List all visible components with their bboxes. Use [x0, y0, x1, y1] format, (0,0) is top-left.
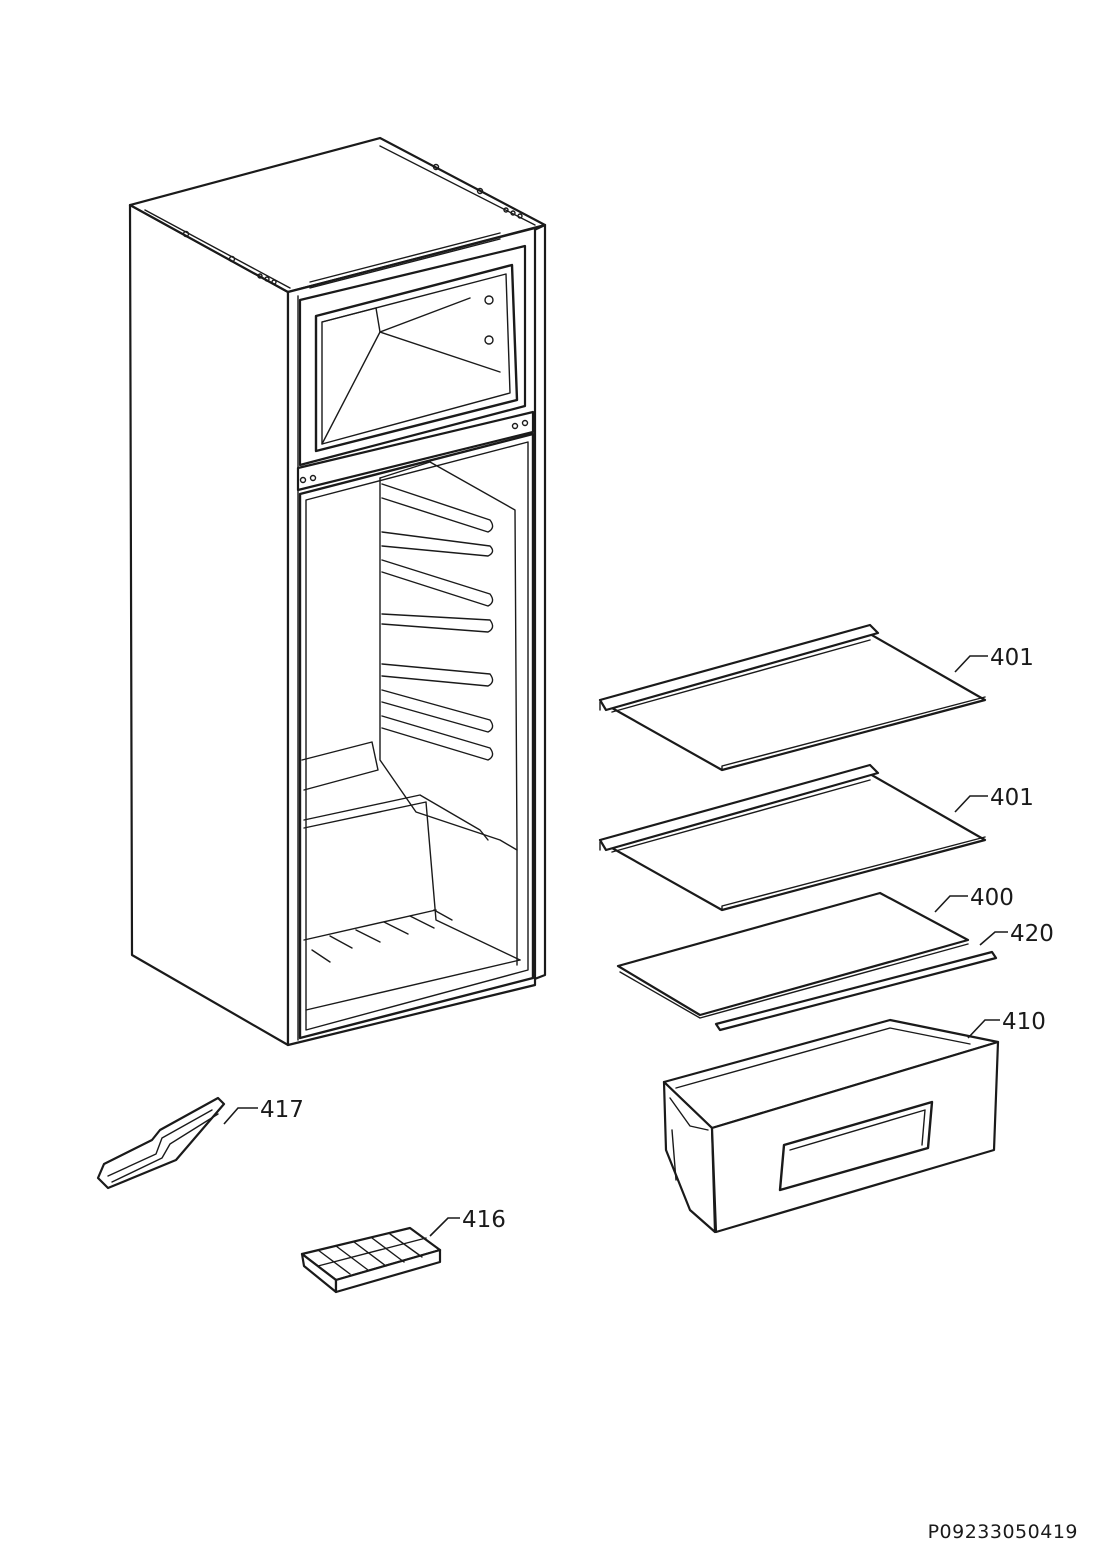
crisper-glass-cover — [616, 891, 970, 1019]
cover-strip — [714, 950, 998, 1032]
callout-416: 416 — [462, 1207, 506, 1233]
callout-410: 410 — [1002, 1009, 1046, 1035]
callout-400: 400 — [970, 885, 1014, 911]
callout-leaders — [223, 655, 1008, 1237]
glass-shelf-upper — [598, 623, 987, 772]
refrigerator-cabinet — [128, 136, 547, 1047]
crisper-drawer — [662, 1018, 1000, 1234]
ice-scraper — [96, 1096, 226, 1190]
drawing-reference-code: P09233050419 — [927, 1521, 1078, 1543]
callout-417: 417 — [260, 1097, 304, 1123]
callout-401-middle: 401 — [990, 785, 1034, 811]
glass-shelf-middle — [598, 763, 987, 912]
callout-401-upper: 401 — [990, 645, 1034, 671]
shelf-rails — [381, 483, 494, 761]
callout-420: 420 — [1010, 921, 1054, 947]
ice-cube-tray — [300, 1226, 442, 1294]
